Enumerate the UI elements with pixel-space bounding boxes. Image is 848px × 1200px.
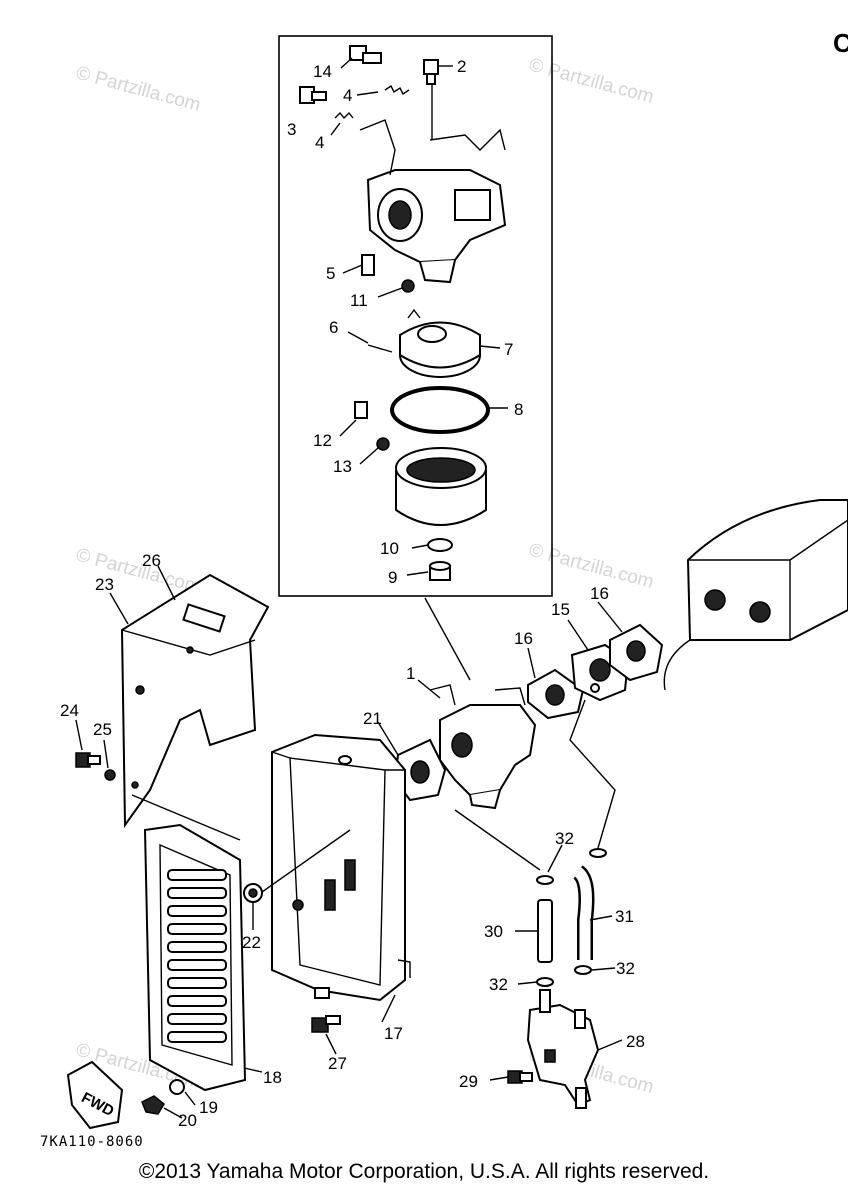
callout-21: 21 bbox=[363, 709, 382, 728]
callout-leaders bbox=[75, 57, 623, 1119]
spring-4-lower bbox=[334, 111, 354, 120]
callout-11: 11 bbox=[350, 291, 368, 310]
callout-19: 19 bbox=[199, 1098, 218, 1117]
air-cleaner-cover-23 bbox=[120, 573, 270, 829]
callout-31: 31 bbox=[615, 907, 634, 926]
callout-6: 6 bbox=[329, 318, 338, 337]
callout-22: 22 bbox=[242, 933, 261, 952]
callout-32: 32 bbox=[616, 959, 635, 978]
gasket-21 bbox=[393, 738, 447, 802]
watermark-text: © Partzilla.com bbox=[74, 63, 203, 116]
callout-1: 1 bbox=[406, 664, 415, 683]
engine-block-fragment bbox=[663, 499, 848, 691]
callout-17: 17 bbox=[384, 1024, 403, 1043]
float-bowl bbox=[395, 447, 487, 526]
edge-fragment-text: C bbox=[833, 28, 848, 58]
carburetor-detail bbox=[359, 119, 507, 284]
copyright-footer: ©2013 Yamaha Motor Corporation, U.S.A. A… bbox=[138, 1160, 710, 1183]
element-slats bbox=[167, 869, 227, 1043]
screw-29 bbox=[507, 1070, 533, 1084]
carburetor-1 bbox=[429, 684, 537, 810]
callout-10: 10 bbox=[380, 539, 399, 558]
leader-line bbox=[454, 809, 541, 871]
washer-10 bbox=[427, 538, 453, 552]
callout-32: 32 bbox=[489, 975, 508, 994]
callout-25: 25 bbox=[93, 720, 112, 739]
screw-12 bbox=[354, 401, 368, 419]
callout-30: 30 bbox=[484, 922, 503, 941]
screw-2 bbox=[423, 59, 439, 85]
float-7 bbox=[399, 308, 481, 378]
pin-6 bbox=[367, 344, 393, 353]
clip-20 bbox=[141, 1095, 165, 1115]
callout-3: 3 bbox=[287, 120, 296, 139]
detail-frame bbox=[278, 35, 553, 597]
gasket-16-left bbox=[527, 668, 585, 720]
jet-5 bbox=[361, 254, 375, 276]
callout-12: 12 bbox=[313, 431, 332, 450]
spring-4 bbox=[384, 84, 410, 96]
part-code: 7KA110-8060 bbox=[40, 1134, 144, 1150]
leader-line bbox=[261, 829, 351, 893]
callout-16: 16 bbox=[590, 584, 609, 603]
air-cleaner-case-17 bbox=[271, 733, 411, 1002]
leader-line bbox=[131, 794, 241, 841]
callout-labels: 1 2 3 4 4 5 6 7 8 9 10 11 12 13 14 15 16… bbox=[60, 57, 645, 1130]
watermark-text: © Partzilla.com bbox=[74, 545, 203, 598]
callout-9: 9 bbox=[388, 568, 397, 587]
bolt-9 bbox=[429, 561, 451, 581]
callout-23: 23 bbox=[95, 575, 114, 594]
callout-32: 32 bbox=[555, 829, 574, 848]
callout-5: 5 bbox=[326, 264, 335, 283]
grommet-19 bbox=[169, 1079, 185, 1095]
callout-20: 20 bbox=[178, 1111, 197, 1130]
fuel-cock-28 bbox=[526, 989, 600, 1109]
callout-16: 16 bbox=[514, 629, 533, 648]
fuel-hose-31 bbox=[572, 865, 595, 960]
callout-13: 13 bbox=[333, 457, 352, 476]
bolt-24 bbox=[75, 752, 101, 768]
leader-line bbox=[569, 699, 616, 849]
callout-14: 14 bbox=[313, 62, 332, 81]
gasket-16-right bbox=[609, 623, 664, 682]
screw-3 bbox=[299, 86, 327, 104]
callout-15: 15 bbox=[551, 600, 570, 619]
fuel-hose-30 bbox=[537, 899, 553, 963]
callout-27: 27 bbox=[328, 1054, 347, 1073]
air-filter-element-18 bbox=[143, 823, 247, 1092]
callout-26: 26 bbox=[142, 551, 161, 570]
callout-2: 2 bbox=[457, 57, 466, 76]
bolt-27 bbox=[311, 1015, 341, 1033]
washer-13 bbox=[376, 437, 390, 451]
washer-25 bbox=[104, 769, 116, 781]
screw-14 bbox=[349, 45, 382, 64]
screw-11 bbox=[401, 279, 415, 293]
callout-7: 7 bbox=[504, 340, 513, 359]
callout-28: 28 bbox=[626, 1032, 645, 1051]
callout-8: 8 bbox=[514, 400, 523, 419]
nut-22 bbox=[243, 883, 263, 903]
callout-4: 4 bbox=[343, 86, 352, 105]
callout-24: 24 bbox=[60, 701, 79, 720]
gasket-8 bbox=[390, 386, 490, 434]
callout-4: 4 bbox=[315, 133, 324, 152]
leader-line bbox=[424, 597, 471, 681]
callout-29: 29 bbox=[459, 1072, 478, 1091]
fwd-direction-label: FWD bbox=[66, 1060, 124, 1130]
watermark-text: © Partzilla.com bbox=[527, 55, 656, 108]
hose-clips-32 bbox=[536, 848, 607, 987]
callout-18: 18 bbox=[263, 1068, 282, 1087]
